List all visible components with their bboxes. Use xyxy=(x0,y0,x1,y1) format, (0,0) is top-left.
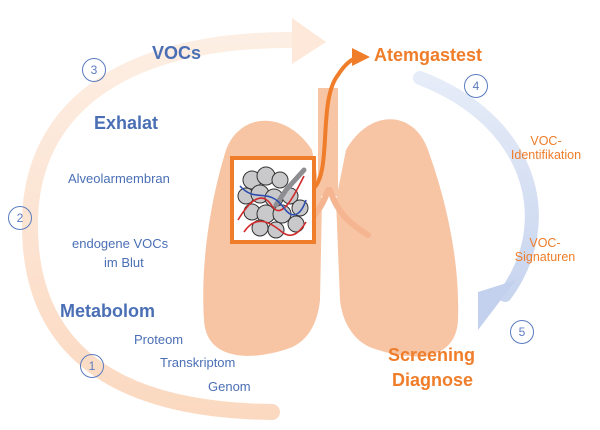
capillary-blue xyxy=(239,185,307,216)
cycle-arc-right xyxy=(413,71,539,302)
capillary-red xyxy=(237,175,305,221)
label-atemgastest: Atemgastest xyxy=(374,45,483,65)
cycle-arc-right-arrowhead xyxy=(478,280,516,330)
label-voc-identifikation-line2: Identifikation xyxy=(510,148,582,163)
label-vocs: VOCs xyxy=(152,43,202,63)
label-alveolarmembran: Alveolarmembran xyxy=(68,171,170,186)
breath-arrow-head xyxy=(352,48,370,66)
step-2-badge: 2 xyxy=(8,206,32,230)
label-voc-signaturen: VOC- Signaturen xyxy=(500,236,590,265)
label-voc-identifikation-line1: VOC- xyxy=(530,134,562,148)
label-proteom: Proteom xyxy=(134,332,184,347)
breath-arrow xyxy=(312,55,362,190)
label-diagnose: Diagnose xyxy=(392,370,474,390)
alveolus-airway xyxy=(273,167,307,208)
alveolus-cluster xyxy=(237,166,309,239)
step-5-badge: 5 xyxy=(510,320,534,344)
label-genom: Genom xyxy=(208,379,251,394)
step-1-badge: 1 xyxy=(80,354,104,378)
label-voc-signaturen-line2: Signaturen xyxy=(514,250,576,265)
label-metabolom: Metabolom xyxy=(60,301,156,321)
label-exhalat: Exhalat xyxy=(94,113,159,133)
label-endogene-vocs-line2: im Blut xyxy=(104,255,144,270)
cycle-arc-left-arrowhead xyxy=(292,18,326,64)
label-voc-identifikation: VOC- Identifikation xyxy=(496,134,596,163)
label-voc-signaturen-line1: VOC- xyxy=(529,236,561,250)
label-transkriptom: Transkriptom xyxy=(160,355,236,370)
label-screening: Screening xyxy=(388,345,476,365)
step-3-badge: 3 xyxy=(82,58,106,82)
label-endogene-vocs-line1: endogene VOCs xyxy=(72,236,169,251)
lung-right xyxy=(336,119,459,357)
capillary-red-2 xyxy=(243,220,307,237)
step-4-badge: 4 xyxy=(464,74,488,98)
